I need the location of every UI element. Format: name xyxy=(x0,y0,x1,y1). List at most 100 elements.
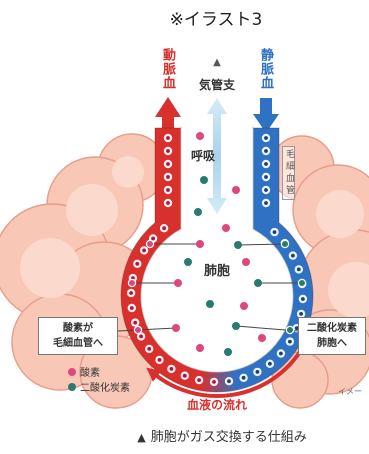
blood-cell xyxy=(261,146,271,156)
blood-cell-core xyxy=(166,149,170,153)
lung-lobe-highlight xyxy=(66,184,118,236)
blood-cell xyxy=(209,377,219,387)
blood-cell-core xyxy=(166,188,170,192)
capillary-cells xyxy=(126,133,308,387)
oxygen-molecule xyxy=(232,186,240,194)
oxygen-molecule xyxy=(222,224,230,232)
blood-cell-core xyxy=(301,297,305,301)
bronchus-triangle-icon: ▲ xyxy=(213,57,221,68)
blood-cell-core xyxy=(264,175,268,179)
blood-cell-core xyxy=(166,136,170,140)
blood-cell-core xyxy=(291,253,295,258)
blood-cell-core xyxy=(268,361,272,366)
legend-item: 酸素 xyxy=(68,364,130,379)
co2-molecule xyxy=(184,258,192,266)
blood-cell-core xyxy=(142,248,147,253)
blood-cell-core xyxy=(151,236,156,241)
blood-cell xyxy=(261,185,271,195)
blood-cell xyxy=(159,224,169,233)
oxygen-molecule xyxy=(174,279,182,287)
co2-molecule xyxy=(194,208,202,216)
oxygen-molecule xyxy=(196,344,204,352)
co2-diffusion-lines xyxy=(232,239,307,335)
blood-cell-core xyxy=(264,188,268,192)
blood-cell xyxy=(163,198,173,208)
respiration-label: 呼吸 xyxy=(191,149,216,163)
oxygen-molecule xyxy=(258,334,266,342)
connector-line xyxy=(237,243,286,246)
blood-cell-core xyxy=(129,306,134,310)
blood-cell xyxy=(285,337,295,346)
callout-line: 毛細血管へ xyxy=(53,338,103,349)
lung-lobe-highlight xyxy=(316,190,364,238)
oxygen-molecule xyxy=(196,240,204,248)
airflow-arrow-shaft xyxy=(213,112,221,200)
legend-label: 酸素 xyxy=(80,368,100,379)
blood-cell-core xyxy=(169,367,174,371)
blood-cell xyxy=(163,146,173,156)
blood-cell-core xyxy=(288,339,292,344)
blood-cell xyxy=(270,227,279,237)
airflow-arrow-head-up xyxy=(207,98,227,114)
callout-line: 酸素が xyxy=(63,323,93,334)
blood-cell xyxy=(163,172,173,182)
oxygen-molecule xyxy=(133,325,143,335)
alveolus-lumen xyxy=(140,126,294,373)
venous-blood-label: 静脈血 xyxy=(258,48,273,90)
blood-cell xyxy=(167,364,176,374)
blood-cell xyxy=(163,159,173,169)
blood-cell-core xyxy=(182,373,187,378)
bronchus-label: 気管支 xyxy=(198,78,236,92)
blood-cell xyxy=(261,133,271,143)
oxygen-molecule xyxy=(145,239,155,249)
blood-cell xyxy=(126,288,136,298)
caption-triangle-icon: ▲ xyxy=(137,431,146,444)
legend-label: 二酸化炭素 xyxy=(80,383,130,394)
arterial-arrow xyxy=(155,97,181,132)
blood-cell-core xyxy=(264,162,268,166)
blood-cell-core xyxy=(241,375,246,380)
co2-molecule xyxy=(224,348,232,356)
callout-line: 肺胞へ xyxy=(317,338,347,349)
blood-cell xyxy=(294,265,303,274)
oxygen-molecule xyxy=(172,324,180,332)
blood-cell xyxy=(131,318,140,327)
co2-molecule xyxy=(297,278,307,288)
blood-cell xyxy=(194,375,204,385)
blood-cell xyxy=(127,303,136,313)
blood-cell-core xyxy=(272,230,277,235)
blood-cell xyxy=(261,159,271,169)
oxygen-molecule xyxy=(240,302,248,310)
blood-cell-core xyxy=(294,326,299,331)
blood-cell xyxy=(155,355,164,365)
blood-cell-core xyxy=(166,201,170,205)
blood-cell xyxy=(163,185,173,195)
blood-cell xyxy=(253,367,262,377)
blood-cell-core xyxy=(166,162,170,166)
blood-cell xyxy=(136,332,146,341)
blood-cell xyxy=(163,133,173,143)
blood-cell-core xyxy=(296,267,301,272)
figure-title: ※イラスト3 xyxy=(169,10,263,30)
blood-cell xyxy=(139,246,149,255)
blood-cell-core xyxy=(162,226,167,231)
airflow-arrow xyxy=(207,98,227,214)
blood-cell-core xyxy=(157,358,162,362)
blood-cell-core xyxy=(264,136,268,140)
blood-cell-core xyxy=(264,201,268,205)
legend: 酸素 二酸化炭素 xyxy=(68,364,130,394)
figure-caption: ▲肺胞がガス交換する仕組み xyxy=(137,431,306,444)
arterial-blood-label: 動脈血 xyxy=(160,48,175,90)
blood-cell xyxy=(288,251,298,260)
blood-cell-core xyxy=(227,379,231,384)
blood-cell xyxy=(265,359,275,368)
oxygen-molecule xyxy=(242,258,250,266)
connector-line xyxy=(117,327,177,332)
blood-flow-label: 血液の流れ xyxy=(186,398,248,412)
co2-molecule xyxy=(254,279,262,287)
blood-cell-core xyxy=(133,320,138,325)
blood-cell xyxy=(296,309,306,319)
legend-item: 二酸化炭素 xyxy=(68,379,130,394)
